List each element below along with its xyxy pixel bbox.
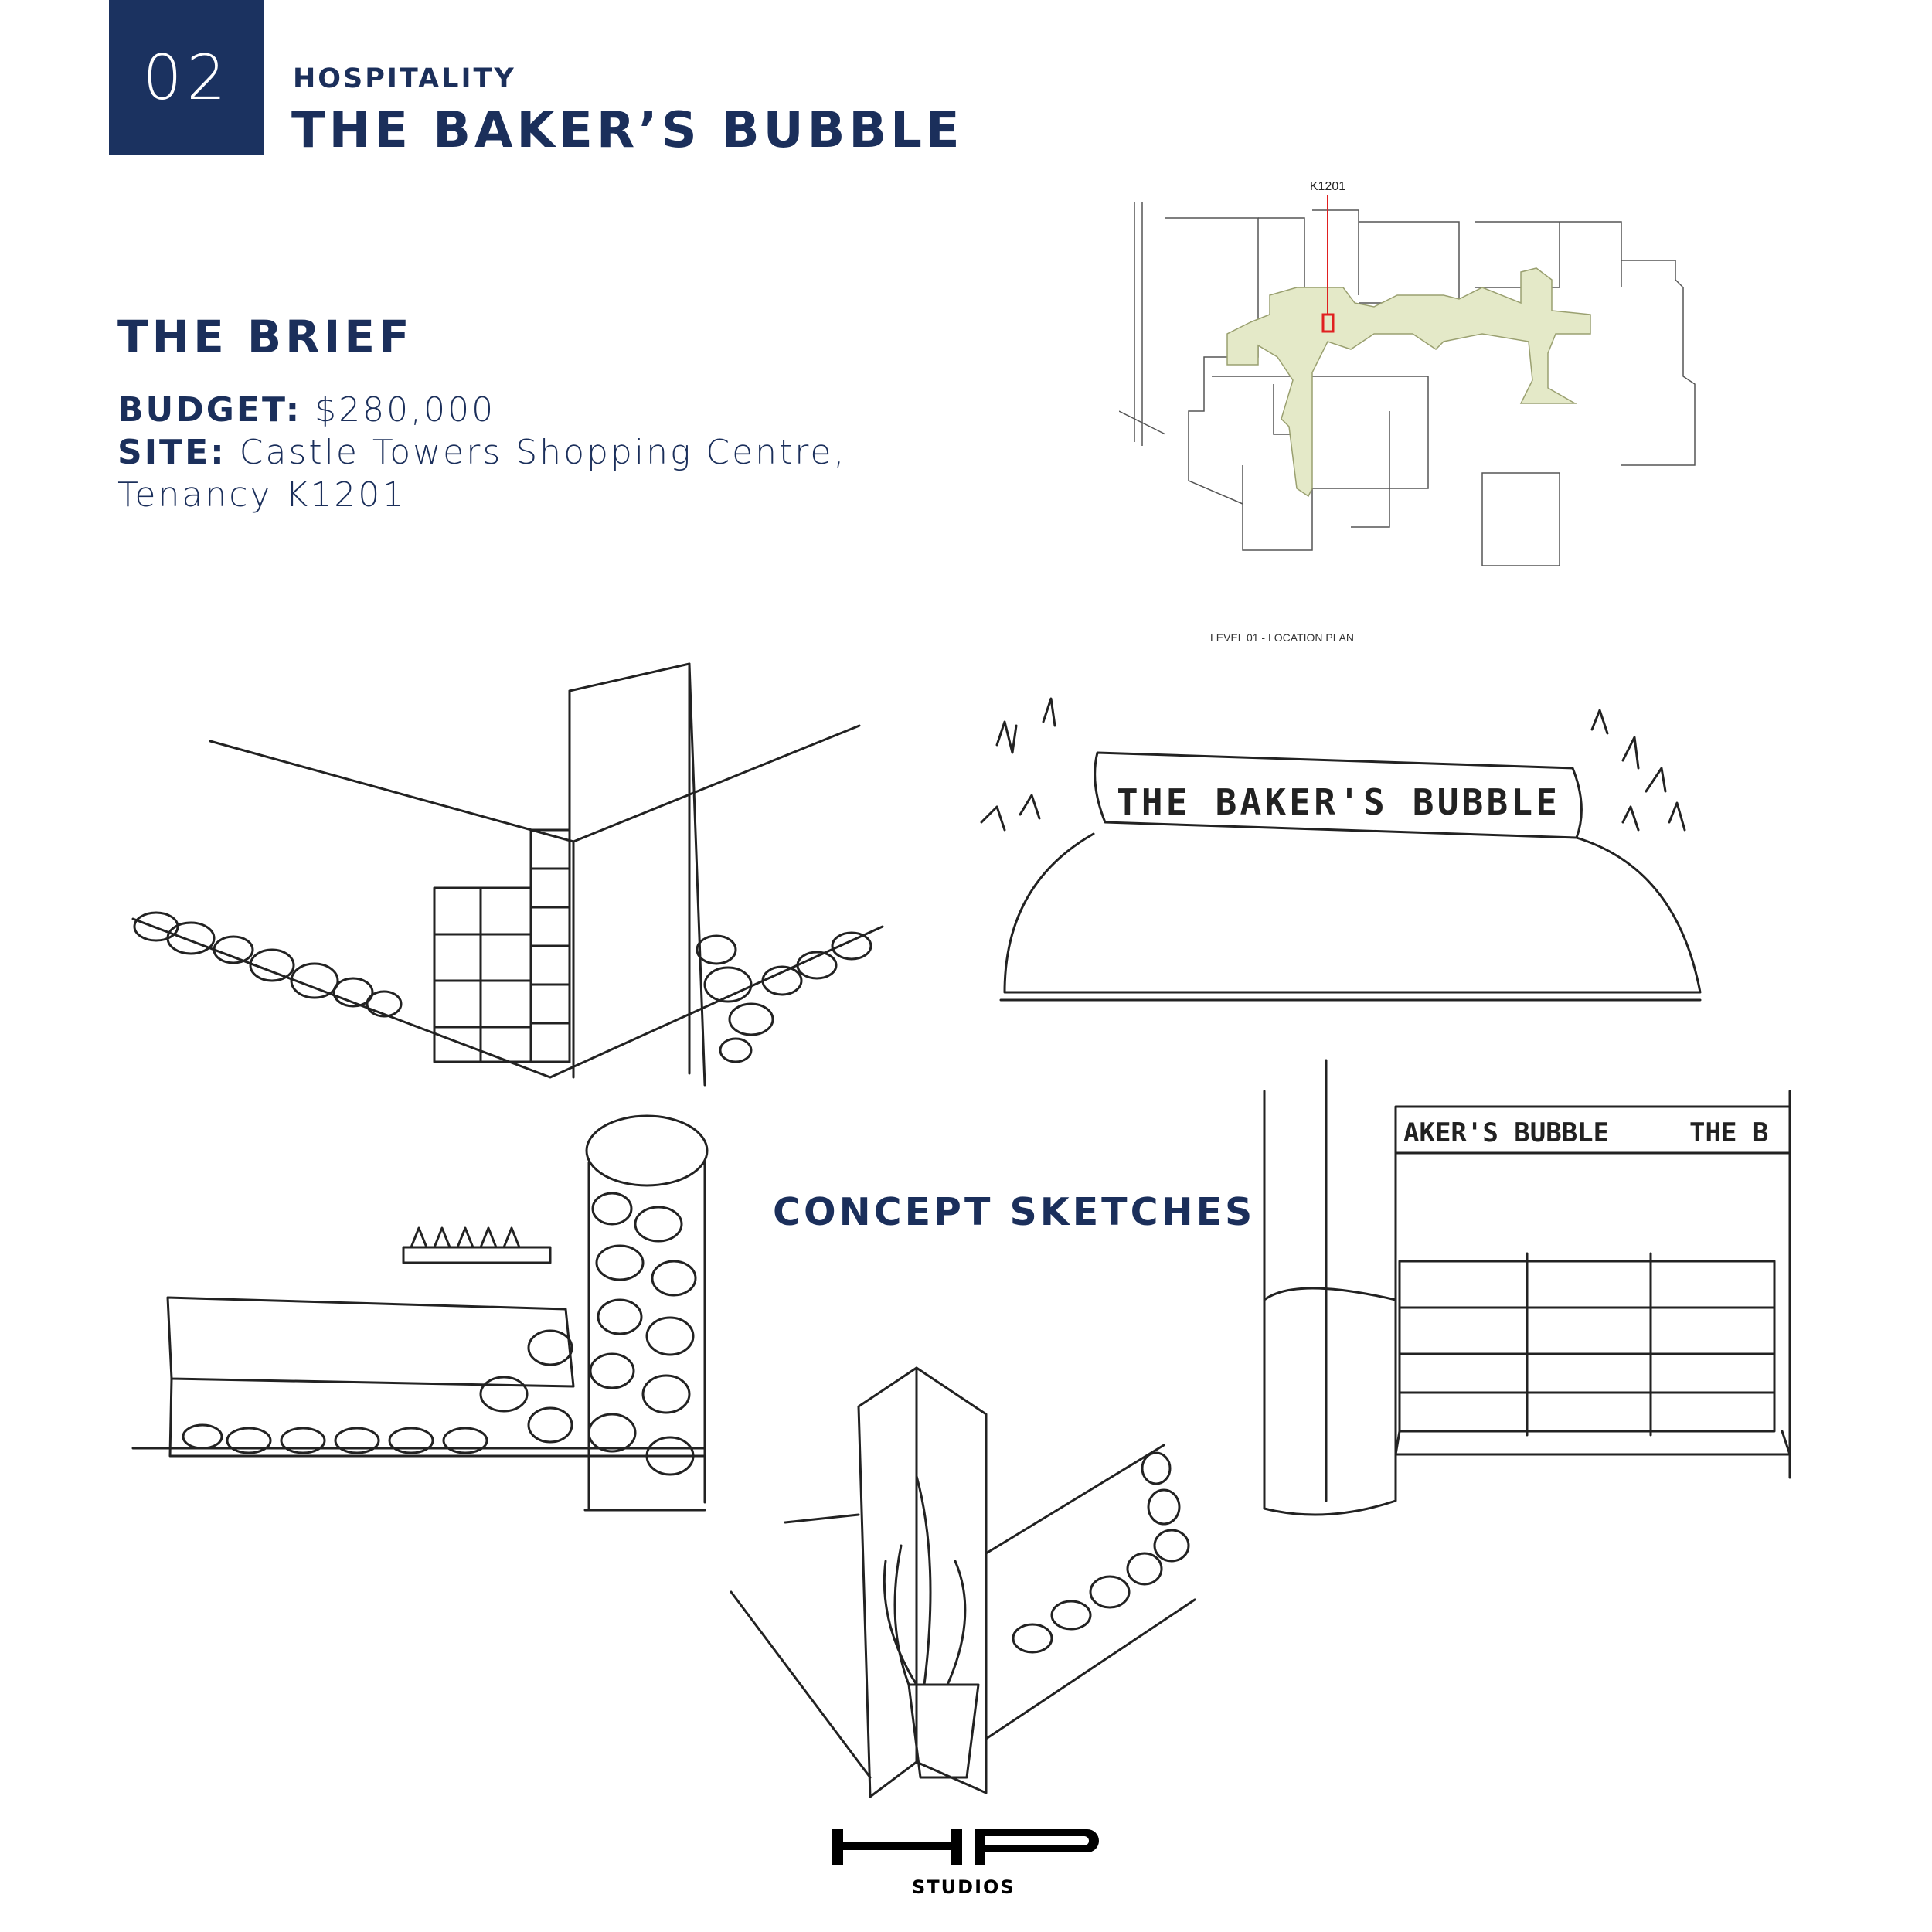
budget-label: BUDGET: bbox=[117, 390, 302, 430]
budget-value: $280,000 bbox=[315, 390, 496, 430]
budget-line: BUDGET: $280,000 bbox=[117, 390, 495, 430]
brief-heading: THE BRIEF bbox=[117, 311, 413, 363]
concept-sketch-plant-column bbox=[730, 1366, 1196, 1798]
site-line-2: Tenancy K1201 bbox=[117, 475, 406, 515]
sketch-fascia-text: AKER'S BUBBLE bbox=[1403, 1117, 1609, 1148]
site-line: SITE: Castle Towers Shopping Centre, bbox=[117, 433, 846, 472]
sketch-fascia-text-2: THE B bbox=[1689, 1117, 1768, 1148]
location-plan-caption: LEVEL 01 - LOCATION PLAN bbox=[1210, 631, 1354, 644]
concept-sketch-shelving: AKER'S BUBBLE THE B bbox=[1263, 1059, 1791, 1516]
site-label: SITE: bbox=[117, 433, 226, 472]
logo-subtitle: STUDIOS bbox=[912, 1876, 1015, 1898]
section-number-badge: 02 bbox=[109, 0, 264, 155]
page-title: THE BAKER’S BUBBLE bbox=[291, 102, 964, 159]
hp-studios-logo bbox=[832, 1829, 1099, 1865]
concept-sketch-bubble-sign: THE BAKER'S BUBBLE bbox=[980, 697, 1702, 1002]
concept-sketch-counter bbox=[131, 1114, 709, 1512]
site-value: Castle Towers Shopping Centre, bbox=[239, 433, 847, 472]
location-plan-map: K1201 LEVEL 01 - LOCATION PLAN bbox=[1119, 180, 1696, 644]
concept-sketch-corner-display bbox=[131, 662, 884, 1087]
tenancy-label: K1201 bbox=[1310, 180, 1345, 193]
mall-corridor-highlight bbox=[1226, 267, 1591, 498]
concept-sketches-heading: CONCEPT SKETCHES bbox=[773, 1190, 1256, 1234]
category-label: HOSPITALITY bbox=[293, 63, 516, 94]
sketch-sign-text: THE BAKER'S BUBBLE bbox=[1117, 781, 1557, 823]
